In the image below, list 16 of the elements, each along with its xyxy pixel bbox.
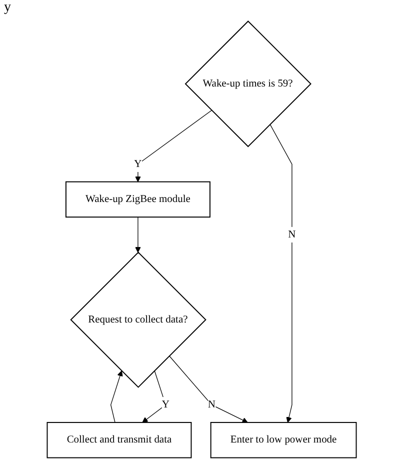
edge-label: Y [162,398,170,410]
edge-label: N [288,228,296,240]
edge-label: N [208,398,216,410]
node-diamond: Wake-up times is 59? [184,20,312,148]
node-box: Enter to low power mode [210,422,356,458]
node-box: Wake-up ZigBee module [65,181,210,218]
edge-label: Y [134,158,142,170]
arrow [134,110,212,182]
note-text: y [4,0,11,16]
arrow [269,124,292,423]
arrow [168,356,248,423]
arrow [134,216,141,253]
arrow [110,370,123,423]
node-diamond: Request to collect data? [70,252,206,388]
arrow [142,370,166,423]
node-box: Collect and transmit data [46,422,192,458]
